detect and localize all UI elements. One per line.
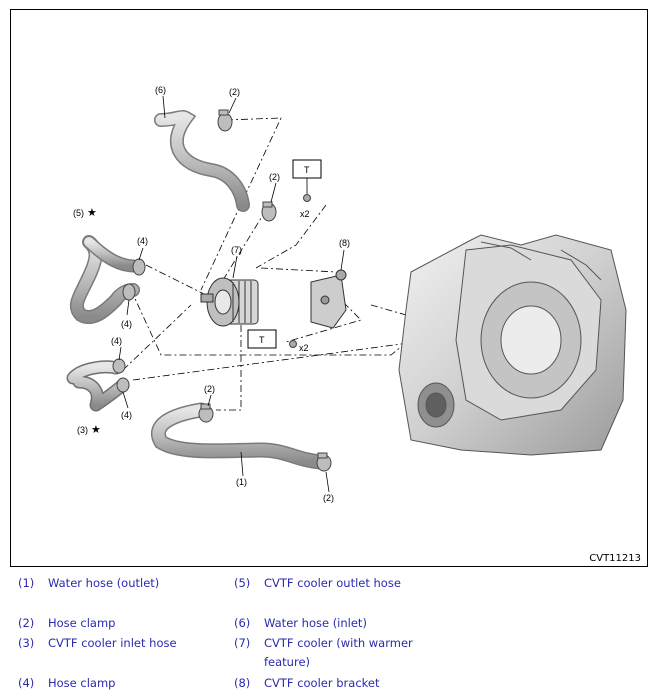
assembly-leader-lines xyxy=(122,117,442,411)
callout-2a: (2) xyxy=(229,87,240,97)
callout-7: (7) xyxy=(231,245,242,255)
legend-text: Water hose (outlet) xyxy=(48,576,160,590)
transmission-case xyxy=(398,234,627,456)
legend-number: (1) xyxy=(18,576,35,590)
water-hose-inlet xyxy=(154,110,250,212)
legend-number: (2) xyxy=(18,616,35,630)
callout-3: (3) xyxy=(77,425,88,435)
callout-2c: (2) xyxy=(204,384,215,394)
callout-5-star: ★ xyxy=(87,207,97,219)
water-hose-outlet xyxy=(151,402,329,470)
legend-text: CVTF cooler (with warmer feature) xyxy=(264,636,413,669)
bolts xyxy=(289,194,311,348)
callout-6: (6) xyxy=(155,85,166,95)
qty-lower: x2 xyxy=(299,343,309,353)
torque-label-lower: T xyxy=(259,335,265,345)
callout-2b: (2) xyxy=(269,172,280,182)
legend-text: Hose clamp xyxy=(48,616,116,630)
legend-text: CVTF cooler bracket xyxy=(264,676,380,690)
legend-text: Hose clamp xyxy=(48,676,116,690)
legend-number: (5) xyxy=(234,576,251,590)
cvtf-cooler-bracket xyxy=(310,269,347,329)
figure-code: CVT11213 xyxy=(589,553,641,564)
callout-8: (8) xyxy=(339,238,350,248)
legend-text: CVTF cooler outlet hose xyxy=(264,576,401,590)
legend-text: Water hose (inlet) xyxy=(264,616,367,630)
exploded-view-diagram: (6) (2) (2) (5) ★ (4) (4) (4) (4) (3) ★ … xyxy=(10,9,648,567)
callout-4c: (4) xyxy=(111,336,122,346)
callout-4d: (4) xyxy=(121,410,132,420)
callout-5: (5) xyxy=(73,208,84,218)
torque-label-upper: T xyxy=(304,165,310,175)
legend-text: CVTF cooler inlet hose xyxy=(48,636,177,650)
cvtf-cooler xyxy=(200,277,259,327)
callout-4a: (4) xyxy=(137,236,148,246)
legend-number: (4) xyxy=(18,676,35,690)
legend-number: (8) xyxy=(234,676,251,690)
legend-number: (7) xyxy=(234,636,251,650)
callout-1: (1) xyxy=(236,477,247,487)
callout-3-star: ★ xyxy=(91,424,101,436)
cvtf-cooler-inlet-hose xyxy=(66,360,130,412)
hose-clamps xyxy=(112,109,332,472)
torque-box-lower xyxy=(247,329,277,349)
callout-2d: (2) xyxy=(323,493,334,503)
qty-upper: x2 xyxy=(300,209,310,219)
legend-number: (3) xyxy=(18,636,35,650)
legend-number: (6) xyxy=(234,616,251,630)
callout-leaders xyxy=(118,95,345,493)
callout-4b: (4) xyxy=(121,319,132,329)
cvtf-cooler-outlet-hose xyxy=(69,235,140,325)
